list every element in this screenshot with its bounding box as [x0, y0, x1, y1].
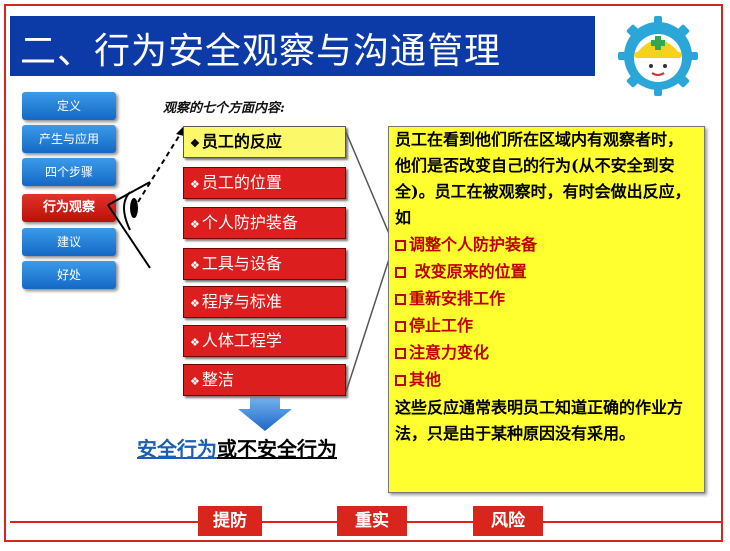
reaction-item: 调整个人防护装备 — [395, 231, 698, 258]
footer-tag-risk: 风险 — [473, 506, 543, 536]
diamond-bullet-icon: ❖ — [190, 178, 200, 191]
aspect-item-4: ❖工具与设备 — [183, 248, 346, 280]
panel-intro: 员工在看到他们所在区域内有观察者时，他们是否改变自己的行为(从不安全到安全)。员… — [395, 130, 691, 227]
aspect-item-5: ❖程序与标准 — [183, 286, 346, 318]
aspect-item-7: ❖整洁 — [183, 364, 346, 396]
safety-helmet-worker-icon — [618, 16, 698, 96]
diamond-bullet-icon: ❖ — [190, 336, 200, 349]
slide-frame — [4, 4, 723, 542]
nav-button-suggestion[interactable]: 建议 — [22, 228, 116, 256]
reaction-item: 其他 — [395, 366, 698, 393]
reaction-item: 停止工作 — [395, 312, 698, 339]
diamond-bullet-icon: ❖ — [190, 297, 200, 310]
unsafe-behavior-link[interactable]: 或不安全行为 — [217, 437, 337, 461]
callout-connector — [345, 131, 391, 393]
list-heading: 观察的七个方面内容: — [163, 101, 285, 116]
nav-button-definition[interactable]: 定义 — [22, 92, 116, 120]
footer-tag-emphasize: 重实 — [337, 506, 407, 536]
reaction-item: 注意力变化 — [395, 339, 698, 366]
reaction-item: 改变原来的位置 — [395, 258, 698, 285]
checkbox-square-icon — [395, 321, 406, 332]
checkbox-square-icon — [395, 294, 406, 305]
safe-behavior-link[interactable]: 安全行为 — [137, 437, 217, 461]
nav-button-origin-application[interactable]: 产生与应用 — [22, 125, 116, 153]
panel-outro: 这些反应通常表明员工知道正确的作业方法，只是由于某种原因没有采用。 — [395, 398, 684, 443]
footer-tag-prevent: 提防 — [198, 506, 262, 536]
aspect-item-1: ❖员工的反应 — [183, 126, 346, 158]
diamond-bullet-icon: ❖ — [190, 259, 200, 272]
explanation-panel: 员工在看到他们所在区域内有观察者时，他们是否改变自己的行为(从不安全到安全)。员… — [388, 126, 705, 493]
aspect-item-3: ❖个人防护装备 — [183, 207, 346, 239]
diamond-bullet-icon: ❖ — [190, 137, 200, 150]
nav-button-benefits[interactable]: 好处 — [22, 261, 116, 289]
aspect-item-2: ❖员工的位置 — [183, 167, 346, 199]
down-arrow-icon — [238, 395, 292, 431]
checkbox-square-icon — [395, 348, 406, 359]
reaction-item: 重新安排工作 — [395, 285, 698, 312]
title-bar — [10, 16, 595, 76]
checkbox-square-icon — [395, 375, 406, 386]
diamond-bullet-icon: ❖ — [190, 375, 200, 388]
slide-title: 二、行为安全观察与沟通管理 — [20, 31, 502, 72]
nav-button-four-steps[interactable]: 四个步骤 — [22, 158, 116, 186]
behavior-result: 安全行为或不安全行为 — [137, 433, 337, 462]
checkbox-square-icon — [395, 267, 406, 278]
aspect-item-6: ❖人体工程学 — [183, 325, 346, 357]
observer-eye-diagram — [107, 126, 185, 269]
nav-button-behavior-observation[interactable]: 行为观察 — [22, 194, 116, 222]
diamond-bullet-icon: ❖ — [190, 218, 200, 231]
checkbox-square-icon — [395, 240, 406, 251]
